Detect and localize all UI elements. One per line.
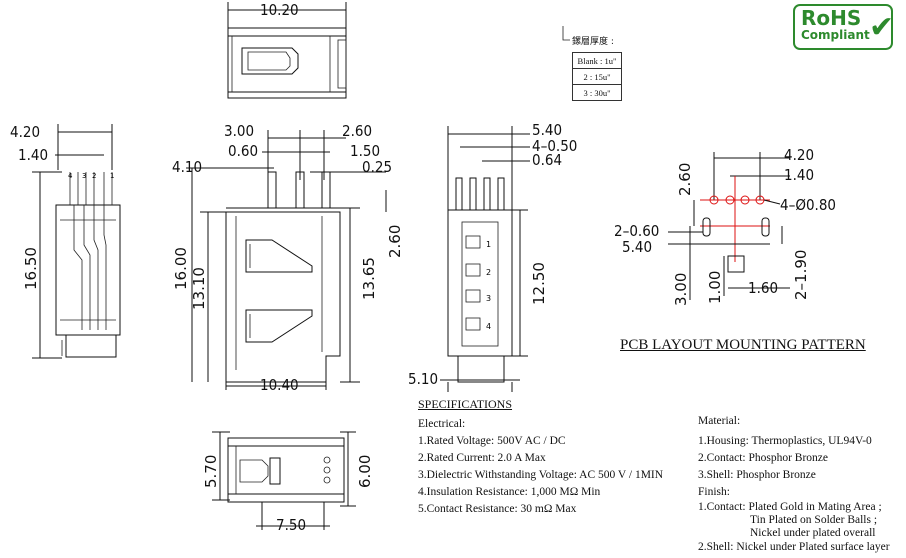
dim-rear-5-10: 5.10 bbox=[408, 370, 438, 388]
check-icon: ✔ bbox=[869, 10, 895, 45]
side-pin-3: 3 bbox=[82, 172, 86, 180]
plating-header: 鏍層厚度 : bbox=[572, 37, 614, 47]
dim-front-0-25: 0.25 bbox=[362, 158, 392, 176]
spec-item: 5.Contact Resistance: 30 mΩ Max bbox=[418, 503, 577, 515]
dim-pcb-1-40: 1.40 bbox=[784, 166, 814, 184]
bottom-view: 5.70 6.00 7.50 bbox=[202, 431, 374, 534]
rohs-badge: RoHS Compliant ✔ bbox=[793, 4, 895, 50]
dim-front-4-10: 4.10 bbox=[172, 158, 202, 176]
electrical-label: Electrical: bbox=[418, 418, 466, 430]
dim-bottom-5-70: 5.70 bbox=[202, 455, 220, 488]
side-pin-4: 4 bbox=[68, 172, 73, 180]
dim-pcb-hole: 4–Ø0.80 bbox=[780, 196, 836, 214]
spec-item: 1.Rated Voltage: 500V AC / DC bbox=[418, 435, 566, 447]
finish-item: 1.Contact: Plated Gold in Mating Area ; bbox=[698, 501, 882, 513]
pcb-layout: 4.20 1.40 2.60 4–Ø0.80 2–0.60 5.40 3.00 … bbox=[614, 146, 836, 306]
material-item: 3.Shell: Phosphor Bronze bbox=[698, 469, 816, 481]
dim-pcb-2-060: 2–0.60 bbox=[614, 222, 659, 240]
dim-front-10-40: 10.40 bbox=[260, 376, 299, 394]
rear-pin-2: 2 bbox=[486, 268, 491, 277]
material-item: 1.Housing: Thermoplastics, UL94V-0 bbox=[698, 435, 872, 447]
finish-item: Tin Plated on Solder Balls ; bbox=[750, 514, 878, 526]
finish-item: 2.Shell: Nickel under Plated surface lay… bbox=[698, 541, 890, 553]
dim-front-2-60: 2.60 bbox=[342, 122, 372, 140]
rear-view: 5.40 4–0.50 0.64 12.50 1 2 3 4 5.10 bbox=[408, 121, 577, 392]
dim-top-width: 10.20 bbox=[260, 1, 299, 19]
specifications-heading: SPECIFICATIONS bbox=[418, 397, 513, 411]
rohs-label: RoHS bbox=[801, 6, 862, 30]
dim-rear-5-40: 5.40 bbox=[532, 121, 562, 139]
dim-front-13-10: 13.10 bbox=[190, 267, 208, 310]
side-pin-1: 1 bbox=[110, 172, 114, 180]
dim-pcb-3-00: 3.00 bbox=[672, 273, 690, 306]
side-view: 4.20 1.40 16.50 4 3 2 1 bbox=[10, 123, 121, 359]
plating-table: Blank : 1u" 2 : 15u" 3 : 30u" bbox=[572, 52, 622, 101]
dim-side-16-50: 16.50 bbox=[22, 247, 40, 290]
dim-pcb-1-60: 1.60 bbox=[748, 279, 778, 297]
rear-pin-3: 3 bbox=[486, 294, 491, 303]
dim-pcb-5-40: 5.40 bbox=[622, 238, 652, 256]
dim-pcb-4-20: 4.20 bbox=[784, 146, 814, 164]
dim-side-4-20: 4.20 bbox=[10, 123, 40, 141]
finish-label: Finish: bbox=[698, 486, 730, 498]
rear-pin-4: 4 bbox=[486, 322, 491, 331]
spec-item: 3.Dielectric Withstanding Voltage: AC 50… bbox=[418, 469, 664, 481]
finish-item: Nickel under plated overall bbox=[750, 527, 876, 539]
front-view: 3.00 2.60 0.60 1.50 4.10 0.25 16.00 13.1… bbox=[172, 122, 404, 394]
pcb-layout-title: PCB LAYOUT MOUNTING PATTERN bbox=[620, 337, 866, 353]
dim-front-0-60: 0.60 bbox=[228, 142, 258, 160]
dim-pcb-2-60: 2.60 bbox=[676, 163, 694, 196]
plating-row: Blank : 1u" bbox=[572, 52, 622, 69]
dim-rear-12-50: 12.50 bbox=[530, 262, 548, 305]
dim-front-3-00: 3.00 bbox=[224, 122, 254, 140]
dim-rear-0-64: 0.64 bbox=[532, 151, 562, 169]
rohs-compliant-label: Compliant bbox=[801, 28, 870, 42]
dim-front-1-50: 1.50 bbox=[350, 142, 380, 160]
dim-rear-4-050: 4–0.50 bbox=[532, 137, 577, 155]
side-pin-2: 2 bbox=[92, 172, 96, 180]
spec-item: 4.Insulation Resistance: 1,000 MΩ Min bbox=[418, 486, 601, 498]
dim-front-2-60-v: 2.60 bbox=[386, 225, 404, 258]
dim-side-1-40: 1.40 bbox=[18, 146, 48, 164]
spec-item: 2.Rated Current: 2.0 A Max bbox=[418, 452, 546, 464]
plating-row: 2 : 15u" bbox=[572, 68, 622, 85]
top-view: 10.20 bbox=[227, 1, 347, 99]
material-item: 2.Contact: Phosphor Bronze bbox=[698, 452, 828, 464]
dim-front-16-00: 16.00 bbox=[172, 247, 190, 290]
plating-row: 3 : 30u" bbox=[572, 84, 622, 101]
dim-bottom-7-50: 7.50 bbox=[276, 516, 306, 534]
dim-pcb-1-00: 1.00 bbox=[706, 271, 724, 304]
dim-front-13-65: 13.65 bbox=[360, 257, 378, 300]
dim-pcb-2-190: 2–1.90 bbox=[792, 250, 810, 300]
material-heading: Material: bbox=[698, 415, 741, 427]
rear-pin-1: 1 bbox=[486, 240, 491, 249]
dim-bottom-6-00: 6.00 bbox=[356, 455, 374, 488]
